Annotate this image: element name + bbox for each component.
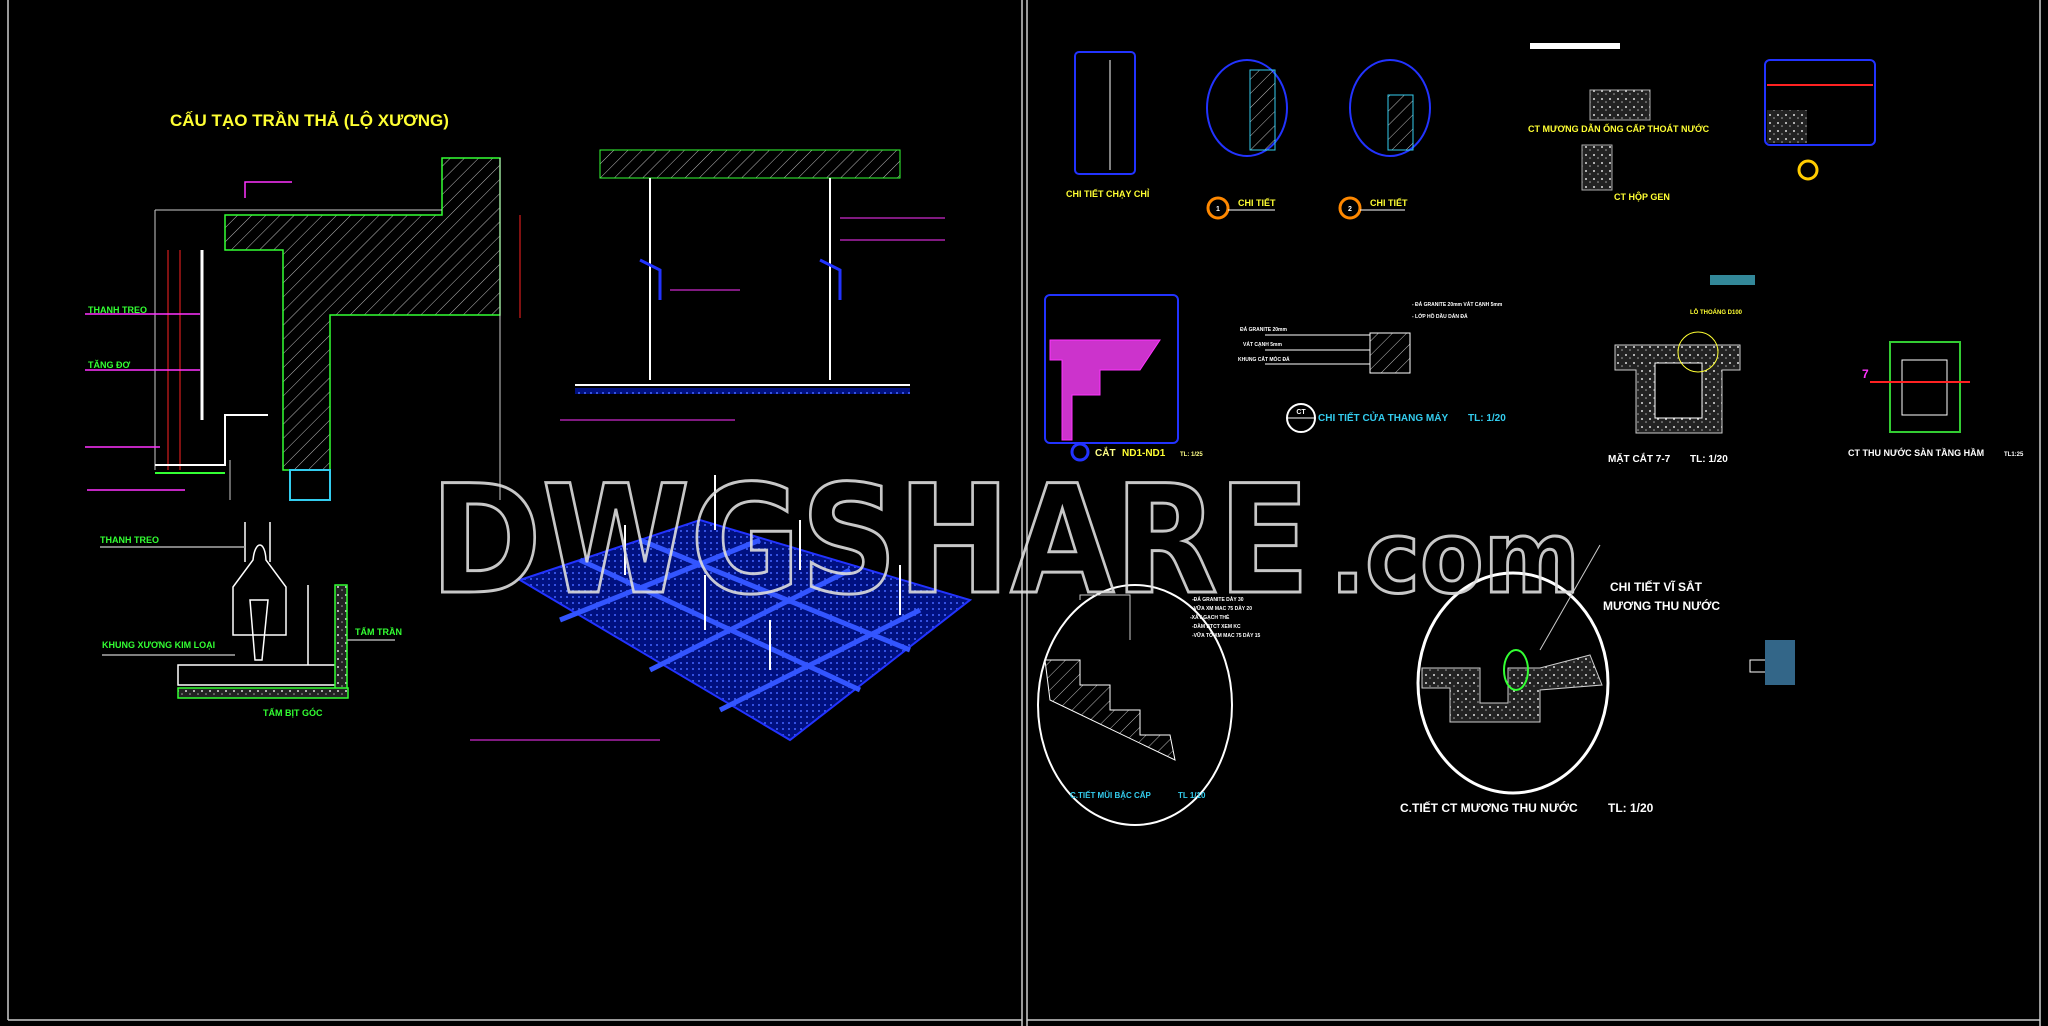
trench-drawing <box>1530 43 1876 191</box>
section-nd1-prefix: CẮT <box>1095 446 1116 459</box>
detail2-number: 2 <box>1348 206 1352 213</box>
molding-details-drawing <box>1074 51 1431 220</box>
stair-note: -DẦM BTCT XEM KC <box>1192 623 1241 630</box>
label-turnbuckle: TĂNG ĐƠ <box>88 360 130 370</box>
stair-notes: -ĐÁ GRANITE DÀY 30 -VỮA XM MAC 75 DÀY 20… <box>1190 596 1261 639</box>
stair-nosing-drawing <box>1037 584 1233 826</box>
trench-title: CT MƯƠNG DẪN ỐNG CẤP THOÁT NƯỚC <box>1528 123 1710 134</box>
elevator-badge: CT <box>1296 409 1306 416</box>
label-hanger-rod: THANH TREO <box>88 305 147 315</box>
stair-scale: TL 1/10 <box>1178 791 1206 800</box>
section-nd1-marker <box>1070 442 1090 462</box>
suspension-elevation-drawing <box>560 149 945 421</box>
molding-title: CHI TIẾT CHẠY CHỈ <box>1066 188 1150 199</box>
floor-drain-drawing <box>1870 341 1970 433</box>
gen-box-title: CT HỘP GEN <box>1614 191 1670 202</box>
floor-drain-scale: TL1:25 <box>2004 452 2024 458</box>
ceiling-grid-3d-drawing <box>470 475 973 742</box>
elevator-scale: TL: 1/20 <box>1468 413 1506 424</box>
elevator-note-left-2: VÁT CẠNH 5mm <box>1243 341 1282 348</box>
elevator-note-left-3: KHUNG CẮT MÓC ĐÁ <box>1238 355 1290 363</box>
detail1-number: 1 <box>1216 206 1220 213</box>
stair-note: -XÂY GẠCH THẺ <box>1190 614 1230 621</box>
ceiling-title: CẤU TẠO TRẦN THẢ (LỘ XƯƠNG) <box>170 111 449 130</box>
elevator-note-right-1: - ĐÁ GRANITE 20mm VÁT CẠNH 5mm <box>1412 301 1503 308</box>
elevator-note-right-2: - LỚP HỒ DẦU DÁN ĐÁ <box>1412 312 1468 320</box>
stair-note: -VỮA TÔ XM MAC 75 DÀY 15 <box>1192 631 1261 639</box>
section77-vent: LỖ THOÁNG D100 <box>1690 309 1743 316</box>
section77-scale: TL: 1/20 <box>1690 454 1728 465</box>
watermark-text: DWGSHARE <box>430 454 1310 628</box>
grate-title-line2: MƯƠNG THU NƯỚC <box>1603 598 1720 613</box>
elevator-door-drawing <box>1044 294 1411 444</box>
section-nd1-scale: TL: 1/25 <box>1180 452 1203 458</box>
detail2-title: CHI TIẾT <box>1370 198 1408 208</box>
trench-detail-scale: TL: 1/20 <box>1608 801 1654 815</box>
floor-drain-marker: 7 <box>1862 367 1869 381</box>
trench-detail-title: C.TIẾT CT MƯƠNG THU NƯỚC <box>1400 800 1578 815</box>
trench-detail-drawing <box>1416 544 1795 795</box>
section77-drawing <box>1614 275 1755 434</box>
section-nd1-name: ND1-ND1 <box>1122 448 1166 459</box>
watermark-suffix: .com <box>1330 499 1580 616</box>
ceiling-section-drawing <box>85 157 521 501</box>
elevator-title: CHI TIẾT CỬA THANG MÁY <box>1318 411 1448 424</box>
label-hanger: THANH TREO <box>100 535 159 545</box>
detail1-title: CHI TIẾT <box>1238 198 1276 208</box>
label-corner-cover: TẤM BỊT GÓC <box>263 707 323 718</box>
section77-title: MẶT CẮT 7-7 <box>1608 452 1671 465</box>
floor-drain-title: CT THU NƯỚC SÀN TẦNG HẦM <box>1848 447 1984 458</box>
elevator-note-left-1: ĐÁ GRANITE 20mm <box>1240 326 1288 333</box>
grate-title-line1: CHI TIẾT VĨ SẮT <box>1610 579 1703 594</box>
label-metal-frame: KHUNG XƯƠNG KIM LOẠI <box>102 640 215 650</box>
label-ceiling-panel: TẤM TRẦN <box>355 627 402 637</box>
hanger-detail-drawing <box>100 522 395 699</box>
stair-title: C.TIẾT MŨI BẬC CẤP <box>1070 790 1152 800</box>
stair-note: -VỮA XM MAC 75 DÀY 20 <box>1192 605 1252 612</box>
watermark: DWGSHARE .com <box>429 453 1582 630</box>
sheet-frames <box>7 0 2041 1026</box>
stair-note: -ĐÁ GRANITE DÀY 30 <box>1192 596 1244 603</box>
